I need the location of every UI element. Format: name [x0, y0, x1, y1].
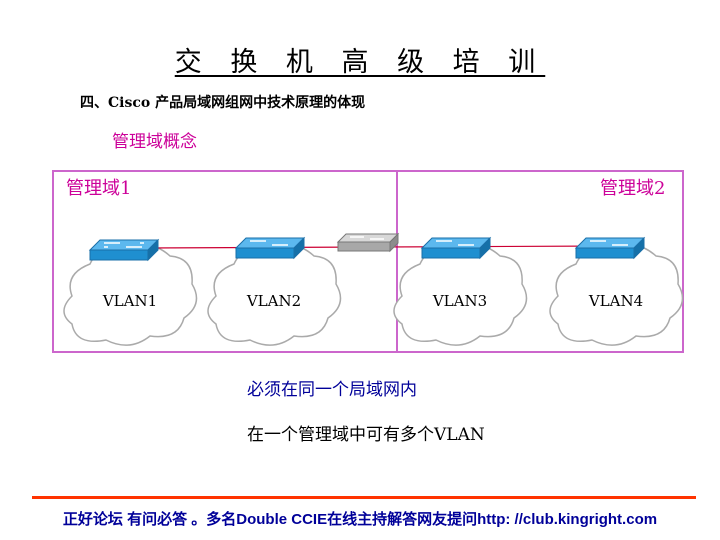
slide-subtitle: 四、Cisco 产品局域网组网中技术原理的体现 — [80, 95, 366, 111]
slide-title: 交 换 机 高 级 培 训 — [174, 47, 546, 78]
vlan1-label: VLAN1 — [102, 292, 158, 310]
switch-icon — [420, 236, 492, 260]
note-multiple-vlans: 在一个管理域中可有多个VLAN — [247, 425, 485, 445]
switch-icon — [234, 236, 306, 260]
core-switch-icon — [336, 232, 400, 253]
management-domain-1-label: 管理域1 — [66, 178, 132, 199]
vlan2-label: VLAN2 — [246, 292, 302, 310]
vlan4-label: VLAN4 — [588, 292, 644, 310]
concept-heading: 管理域概念 — [112, 132, 197, 152]
management-domain-2-label: 管理域2 — [600, 178, 666, 199]
footer-divider — [32, 496, 696, 499]
note-same-lan: 必须在同一个局域网内 — [247, 380, 417, 400]
footer-text: 正好论坛 有问必答 。多名Double CCIE在线主持解答网友提问http: … — [62, 511, 658, 528]
switch-icon — [574, 236, 646, 260]
vlan3-label: VLAN3 — [432, 292, 488, 310]
switch-icon — [88, 238, 160, 262]
management-domain-2-box — [396, 170, 684, 353]
